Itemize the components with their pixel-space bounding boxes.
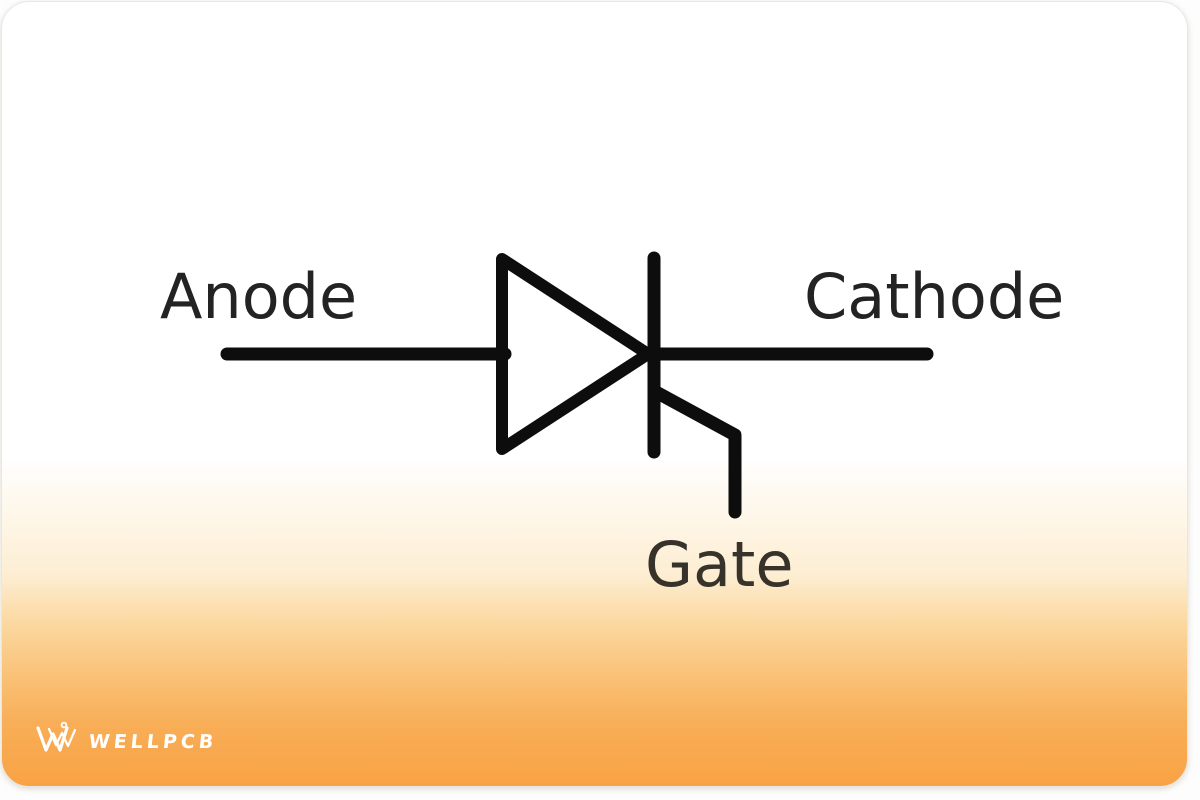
wellpcb-logo-text: WELLPCB — [87, 730, 219, 753]
wellpcb-w-icon — [36, 721, 77, 752]
gate-wire — [649, 385, 742, 519]
wellpcb-logo: WELLPCB — [34, 719, 218, 759]
anode-label: Anode — [160, 260, 357, 333]
cathode-label: Cathode — [804, 260, 1064, 333]
diode-triangle — [496, 253, 654, 455]
gate-label: Gate — [645, 528, 794, 601]
